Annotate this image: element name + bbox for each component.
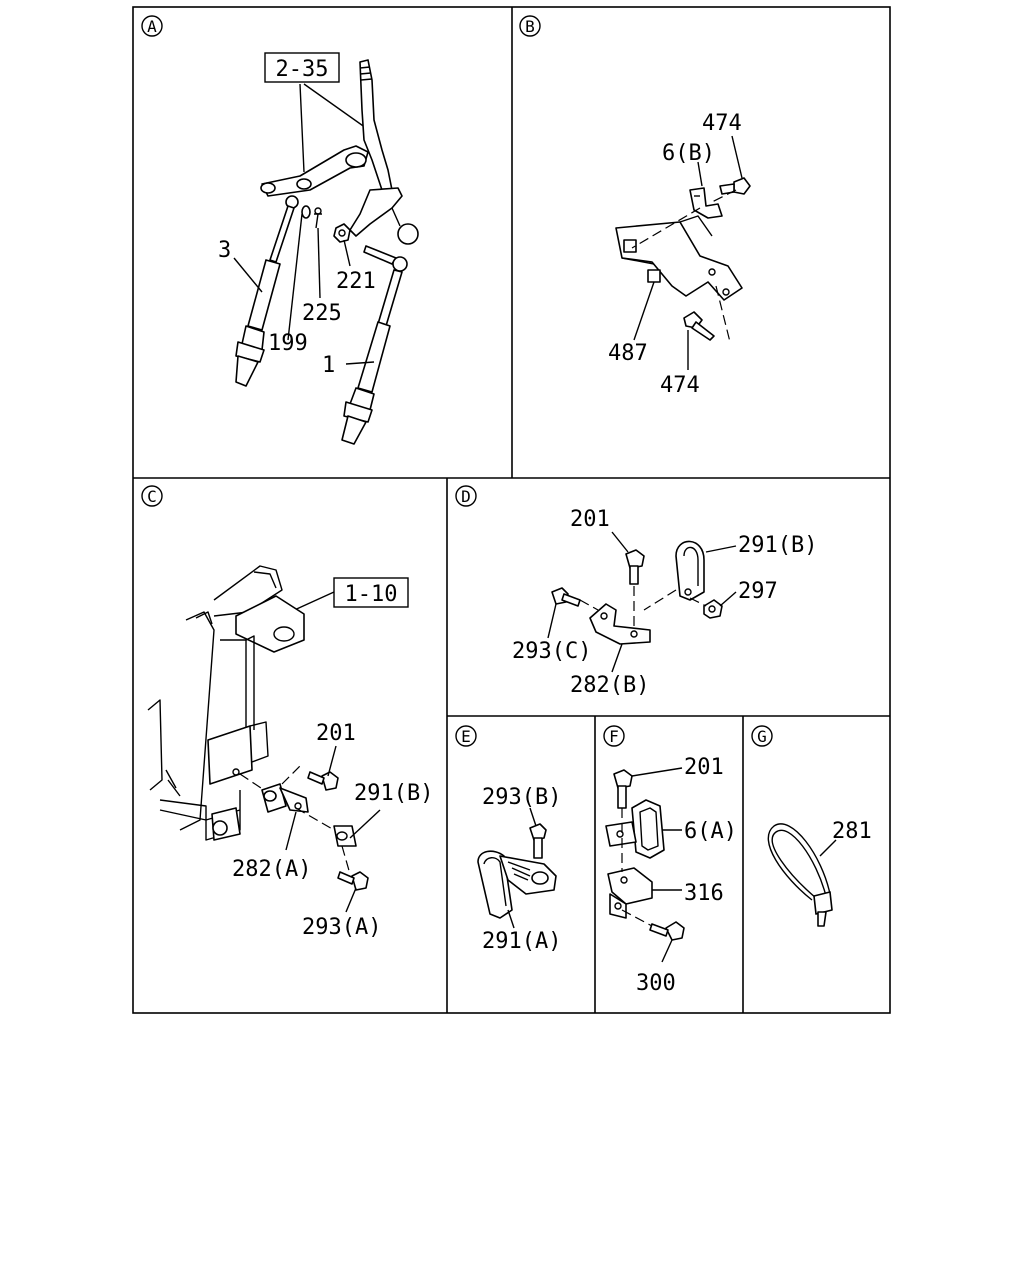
clip-225 <box>314 207 322 229</box>
panel-a-marker: A <box>141 15 163 37</box>
cable-3 <box>235 195 299 387</box>
panel-c: C 1-10 <box>141 485 433 940</box>
label-a-labels-l225: 225 <box>302 301 342 326</box>
label-d-labels-l282b: 282(B) <box>570 673 649 698</box>
panel-g-marker: G <box>751 725 773 747</box>
panel-e: E 293(B) 291(A) <box>455 725 561 954</box>
label-a-letter: A <box>147 17 157 36</box>
cable-tie-281 <box>767 823 833 927</box>
clip-6a <box>605 799 665 859</box>
label-c-letter: C <box>147 487 157 506</box>
panel-a: A 2-35 <box>141 15 419 445</box>
bolt-201-d <box>625 549 645 585</box>
panel-e-marker: E <box>455 725 477 747</box>
bolt-300 <box>649 921 685 941</box>
bolt-293b <box>529 823 547 859</box>
label-f-letter: F <box>609 727 619 746</box>
bracket-282b <box>589 603 651 645</box>
clip-291a <box>477 850 557 919</box>
bolt-293c <box>551 587 581 607</box>
label-b-labels-l6b: 6(B) <box>662 141 715 166</box>
bolt-293a <box>337 871 369 891</box>
panel-a-ref-box: 2-35 <box>264 52 340 83</box>
bolt-474-top <box>719 177 751 195</box>
bolt-201-f <box>613 769 633 809</box>
label-e-letter: E <box>461 727 471 746</box>
label-f-labels-l6a: 6(A) <box>684 819 737 844</box>
label-d-labels-l201: 201 <box>570 507 610 532</box>
panel-c-ref-box: 1-10 <box>333 577 409 608</box>
label-c-labels-l291b: 291(B) <box>354 781 433 806</box>
label-b-labels-l474a: 474 <box>702 111 742 136</box>
label-b-labels-l487: 487 <box>608 341 648 366</box>
panel-b: B <box>519 15 751 398</box>
label-b-letter: B <box>525 17 535 36</box>
label-c-ref: 1-10 <box>345 582 398 607</box>
label-c-labels-l282a: 282(A) <box>232 857 311 882</box>
label-c-labels-l201: 201 <box>316 721 356 746</box>
link-arm <box>260 145 369 197</box>
panel-g: G 281 <box>751 725 872 927</box>
panel-d: D 201 29 <box>455 485 817 698</box>
label-d-labels-l297: 297 <box>738 579 778 604</box>
label-e-labels-l293b: 293(B) <box>482 785 561 810</box>
panel-d-marker: D <box>455 485 477 507</box>
label-c-labels-l293a: 293(A) <box>302 915 381 940</box>
bracket-316 <box>607 867 653 919</box>
label-f-labels-l201: 201 <box>684 755 724 780</box>
bracket-487 <box>615 215 743 301</box>
label-a-labels-l1: 1 <box>322 353 335 378</box>
bolt-201-c <box>307 771 339 791</box>
clamp-282a <box>261 783 309 813</box>
clip-6b <box>689 187 723 219</box>
diagram-frame <box>132 6 891 1014</box>
label-b-labels-l474b: 474 <box>660 373 700 398</box>
clip-291b-c <box>333 825 357 847</box>
nut-221 <box>333 223 351 243</box>
nut-297 <box>703 599 723 619</box>
panel-b-marker: B <box>519 15 541 37</box>
label-f-labels-l316: 316 <box>684 881 724 906</box>
label-a-labels-l221: 221 <box>336 269 376 294</box>
label-a-ref: 2-35 <box>276 57 329 82</box>
shift-lever <box>349 59 419 245</box>
label-g-letter: G <box>757 727 767 746</box>
panel-f: F 201 6(A) 316 300 <box>603 725 737 996</box>
label-d-labels-l291b: 291(B) <box>738 533 817 558</box>
label-d-letter: D <box>461 487 471 506</box>
label-f-labels-l300: 300 <box>636 971 676 996</box>
panel-f-marker: F <box>603 725 625 747</box>
cable-1 <box>341 245 408 445</box>
panel-c-marker: C <box>141 485 163 507</box>
washer-199 <box>301 205 311 219</box>
label-a-labels-l3: 3 <box>218 238 231 263</box>
label-e-labels-l291a: 291(A) <box>482 929 561 954</box>
clip-291b-d <box>675 540 705 601</box>
label-g-labels-l281: 281 <box>832 819 872 844</box>
label-d-labels-l293c: 293(C) <box>512 639 591 664</box>
vehicle-frame <box>147 565 305 841</box>
bolt-474-bottom <box>683 311 715 341</box>
label-a-labels-l199: 199 <box>268 331 308 356</box>
